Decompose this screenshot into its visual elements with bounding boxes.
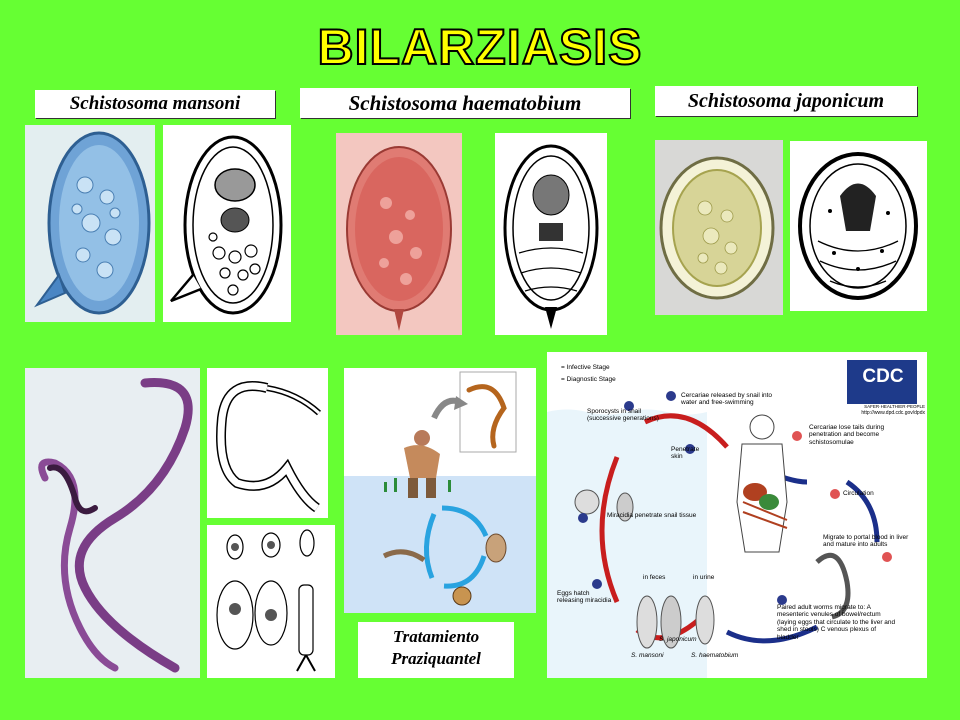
cdc-tagline: SAFER·HEALTHIER·PEOPLE — [864, 404, 925, 409]
egg-label-japonicum: S. japonicum — [659, 636, 697, 643]
step-7-schistosomulae: Cercariae lose tails during penetration … — [809, 424, 885, 446]
adult-worms-photo — [25, 368, 200, 678]
label-schistosoma-japonicum: Schistosoma japonicum — [655, 86, 917, 116]
haematobium-egg-micrograph — [336, 133, 462, 335]
adult-worm-drawing — [207, 368, 328, 518]
label-schistosoma-haematobium: Schistosoma haematobium — [300, 88, 630, 118]
legend-diagnostic: = Diagnostic Stage — [561, 376, 616, 383]
step-8-circulation: Circulation — [843, 490, 874, 497]
step-2-eggs-hatch: Eggs hatch releasing miracidia — [557, 590, 612, 605]
legend-infective: = Infective Stage — [561, 364, 610, 371]
egg-label-haematobium: S. haematobium — [691, 652, 739, 659]
step-6-penetrate-skin: Penetrate skin — [671, 446, 700, 461]
step-5-cercariae-released: Cercariae released by snail into water a… — [681, 392, 773, 407]
water-life-cycle-illustration — [344, 368, 536, 613]
cdc-life-cycle-diagram: CDC SAFER·HEALTHIER·PEOPLE http://www.dp… — [547, 352, 927, 678]
step-4-sporocysts: Sporocysts in snail (successive generati… — [587, 408, 659, 423]
cdc-logo: CDC — [862, 366, 904, 387]
step-1-in-feces: in feces — [643, 574, 666, 581]
haematobium-egg-drawing — [495, 133, 607, 335]
step-3-miracidia: Miracidia penetrate snail tissue — [607, 512, 697, 519]
treatment-drug: Praziquantel — [391, 649, 481, 668]
life-stages-drawing — [207, 525, 335, 678]
treatment-title: Tratamiento — [392, 627, 480, 646]
step-10-paired-adults: Paired adult worms migrate to: A mesente… — [777, 604, 896, 641]
mansoni-egg-drawing — [163, 125, 291, 322]
japonicum-egg-drawing — [790, 141, 927, 311]
egg-label-mansoni: S. mansoni — [631, 652, 664, 659]
label-schistosoma-mansoni: Schistosoma mansoni — [35, 90, 275, 118]
step-9-migrate-liver: Migrate to portal blood in liver and mat… — [823, 534, 909, 549]
page-title: BILARZIASIS — [317, 18, 643, 76]
treatment-label: Tratamiento Praziquantel — [358, 622, 514, 678]
japonicum-egg-micrograph — [655, 140, 783, 315]
mansoni-egg-micrograph — [25, 125, 155, 322]
step-1-in-urine: in urine — [693, 574, 715, 581]
cdc-url: http://www.dpd.cdc.gov/dpdx — [861, 410, 925, 416]
